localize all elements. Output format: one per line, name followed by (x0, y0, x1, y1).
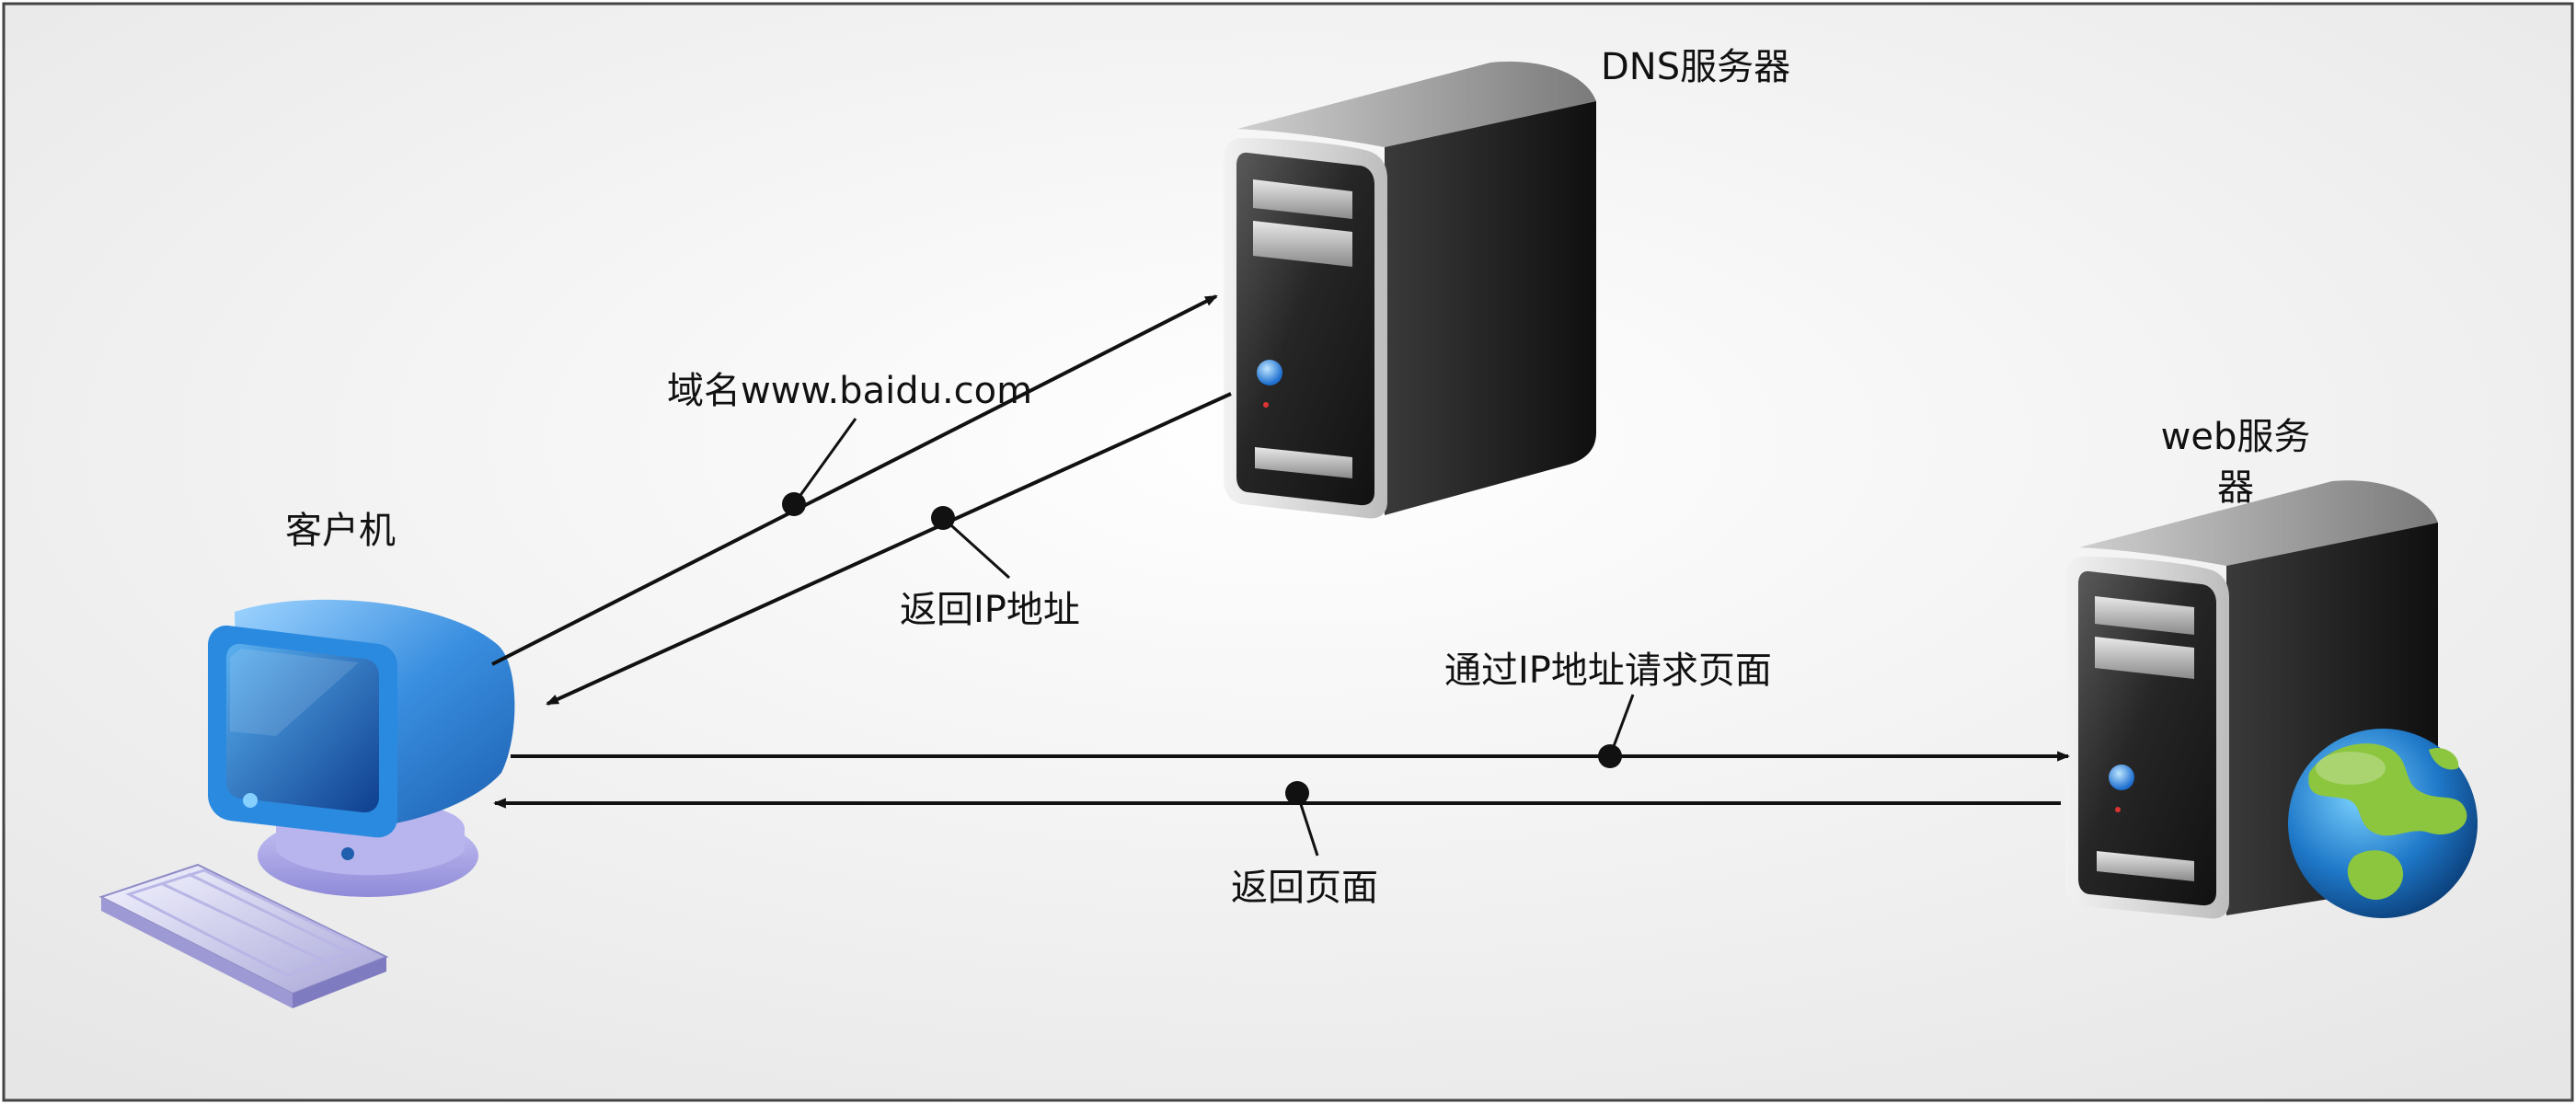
return-ip-label: 返回IP地址 (900, 589, 1080, 631)
server-tower-with-globe-icon (2065, 480, 2478, 919)
return-ip-arrow (546, 392, 1232, 706)
reply-ip-callout-leader (941, 516, 1011, 580)
server-tower-icon (1224, 61, 1596, 519)
request-page-callout-leader (1608, 694, 1635, 757)
return-page-label: 返回页面 (1231, 867, 1378, 909)
reply-page-callout-leader (1295, 792, 1319, 857)
globe-icon (2288, 729, 2478, 918)
dns-server-label: DNS服务器 (1601, 46, 1790, 88)
keyboard-icon (98, 863, 389, 1008)
query-domain-label: 域名www.baidu.com (667, 370, 1032, 412)
request-page-label: 通过IP地址请求页面 (1444, 650, 1772, 692)
monitor-screen (226, 643, 379, 813)
desktop-computer-icon (98, 599, 515, 1008)
client-label: 客户机 (285, 510, 396, 552)
query-domain-arrow (491, 294, 1218, 666)
query-callout-leader (792, 418, 857, 505)
web-server-label-line2: 器 (2217, 466, 2254, 509)
web-server-label-line1: web服务 (2161, 416, 2311, 458)
